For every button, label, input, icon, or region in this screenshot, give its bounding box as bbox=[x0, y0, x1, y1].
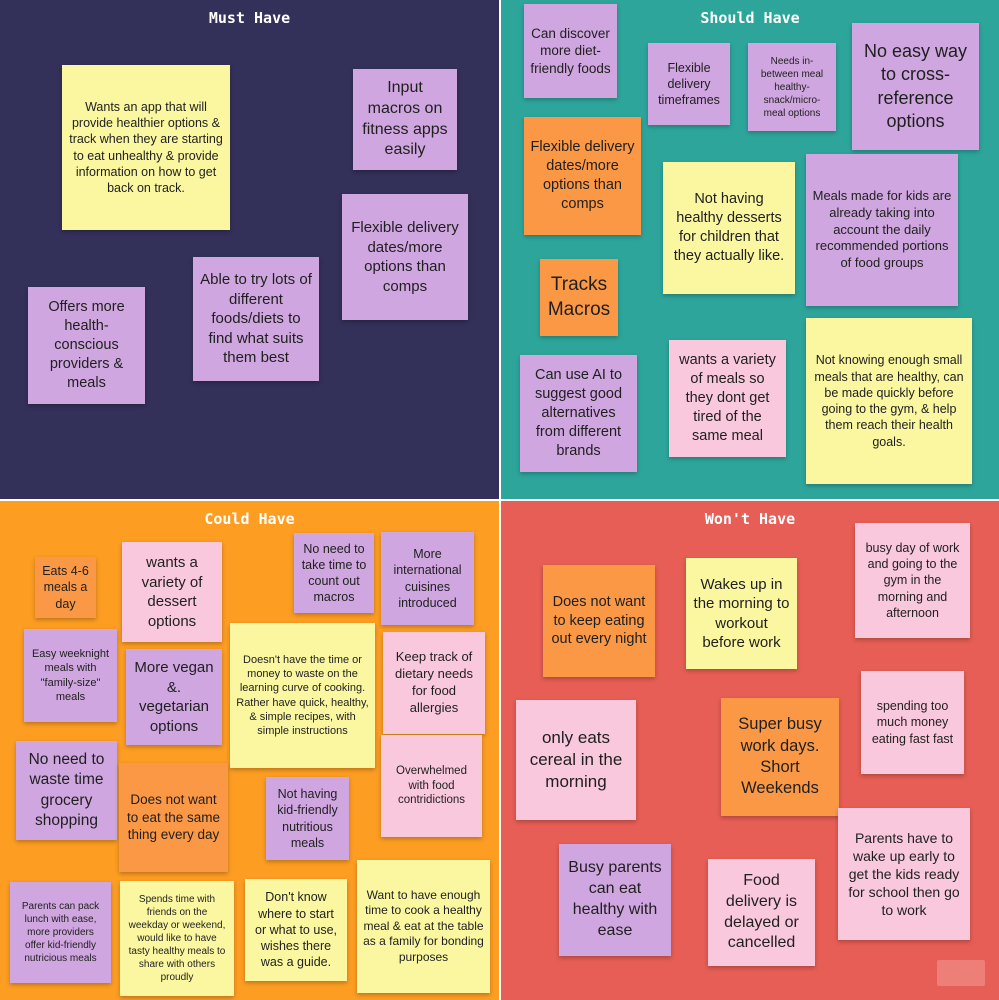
sticky-note[interactable]: Not knowing enough small meals that are … bbox=[806, 318, 972, 484]
sticky-note[interactable]: busy day of work and going to the gym in… bbox=[855, 523, 970, 638]
sticky-note[interactable]: Does not want to keep eating out every n… bbox=[543, 565, 655, 677]
sticky-note[interactable]: Parents have to wake up early to get the… bbox=[838, 808, 970, 940]
sticky-note[interactable]: Input macros on fitness apps easily bbox=[353, 69, 457, 170]
quadrant-must-have: Must Have Wants an app that will provide… bbox=[0, 0, 499, 499]
sticky-note[interactable]: Can discover more diet-friendly foods bbox=[524, 4, 617, 98]
sticky-note[interactable]: wants a variety of meals so they dont ge… bbox=[669, 340, 786, 457]
sticky-note[interactable]: Keep track of dietary needs for food all… bbox=[383, 632, 485, 734]
corner-badge bbox=[937, 960, 985, 986]
sticky-note[interactable]: Offers more health-conscious providers &… bbox=[28, 287, 145, 404]
sticky-note[interactable]: Not having kid-friendly nutritious meals bbox=[266, 777, 349, 860]
sticky-note[interactable]: Not having healthy desserts for children… bbox=[663, 162, 795, 294]
sticky-note[interactable]: Spends time with friends on the weekday … bbox=[120, 881, 234, 996]
sticky-note[interactable]: No need to take time to count out macros bbox=[294, 533, 374, 613]
sticky-note[interactable]: Overwhelmed with food contridictions bbox=[381, 735, 482, 837]
sticky-note[interactable]: Wants an app that will provide healthier… bbox=[62, 65, 230, 230]
sticky-note[interactable]: Easy weeknight meals with "family-size" … bbox=[24, 629, 117, 722]
sticky-note[interactable]: wants a variety of dessert options bbox=[122, 542, 222, 642]
sticky-note[interactable]: More vegan &. vegetarian options bbox=[126, 649, 222, 745]
sticky-note[interactable]: Flexible delivery dates/more options tha… bbox=[342, 194, 468, 320]
sticky-note[interactable]: Food delivery is delayed or cancelled bbox=[708, 859, 815, 966]
quadrant-title: Won't Have bbox=[704, 510, 796, 528]
sticky-note[interactable]: Doesn't have the time or money to waste … bbox=[230, 623, 375, 768]
sticky-note[interactable]: Want to have enough time to cook a healt… bbox=[357, 860, 490, 993]
quadrant-should-have: Should Have Can discover more diet-frien… bbox=[501, 0, 999, 499]
sticky-note[interactable]: spending too much money eating fast fast bbox=[861, 671, 964, 774]
quadrant-title: Must Have bbox=[208, 9, 291, 27]
sticky-note[interactable]: No need to waste time grocery shopping bbox=[16, 741, 117, 840]
sticky-note[interactable]: Busy parents can eat healthy with ease bbox=[559, 844, 671, 956]
sticky-note[interactable]: Parents can pack lunch with ease, more p… bbox=[10, 882, 111, 983]
quadrant-title: Should Have bbox=[700, 9, 800, 27]
sticky-note[interactable]: Eats 4-6 meals a day bbox=[35, 557, 96, 618]
sticky-note[interactable]: only eats cereal in the morning bbox=[516, 700, 636, 820]
sticky-note[interactable]: More international cuisines introduced bbox=[381, 532, 474, 625]
sticky-note[interactable]: Able to try lots of different foods/diet… bbox=[193, 257, 319, 381]
sticky-note[interactable]: Flexible delivery dates/more options tha… bbox=[524, 117, 641, 235]
sticky-note[interactable]: Wakes up in the morning to workout befor… bbox=[686, 558, 797, 669]
sticky-note[interactable]: Needs in-between meal healthy-snack/micr… bbox=[748, 43, 836, 131]
quadrant-wont-have: Won't Have Does not want to keep eating … bbox=[501, 501, 999, 1000]
sticky-note[interactable]: Tracks Macros bbox=[540, 259, 618, 336]
sticky-note[interactable]: Flexible delivery timeframes bbox=[648, 43, 730, 125]
sticky-note[interactable]: Meals made for kids are already taking i… bbox=[806, 154, 958, 306]
sticky-note[interactable]: Super busy work days. Short Weekends bbox=[721, 698, 839, 816]
sticky-note[interactable]: Can use AI to suggest good alternatives … bbox=[520, 355, 637, 472]
sticky-note[interactable]: Don't know where to start or what to use… bbox=[245, 879, 347, 981]
sticky-note[interactable]: No easy way to cross-reference options bbox=[852, 23, 979, 150]
quadrant-could-have: Could Have Eats 4-6 meals a day wants a … bbox=[0, 501, 499, 1000]
quadrant-title: Could Have bbox=[204, 510, 295, 528]
sticky-note[interactable]: Does not want to eat the same thing ever… bbox=[119, 763, 228, 872]
